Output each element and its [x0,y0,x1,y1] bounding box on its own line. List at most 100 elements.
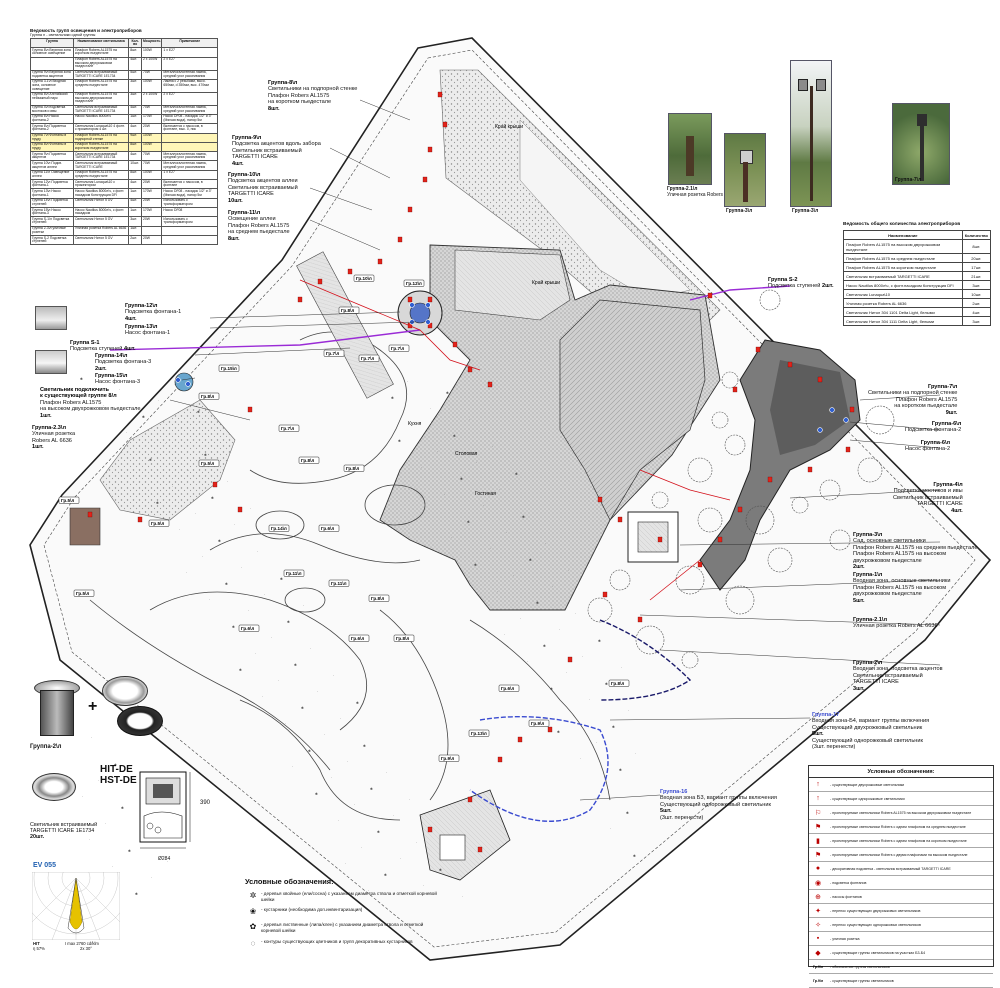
table-cell-note: 2 x E27 [161,56,218,71]
legend-row: ⚑- проектируемые светильники Robers с од… [809,820,993,834]
shrub-mark: · [621,666,622,670]
count-qty: 4шт. [961,307,992,317]
fountain-light-icon [175,377,181,383]
map-group-tag-text: Гр.8\л [341,308,354,313]
shrub-mark: ✱ [218,539,221,543]
table-cell-power: 70W [140,69,163,80]
tree-canopy [635,625,665,655]
legend-row: ⚑- проектируемые светильники Robers с дв… [809,848,993,862]
map-group-tag: Гр.8\л [198,392,220,400]
legend-row: ▪- уличная розетка [809,932,993,946]
map-group-tag-text: Гр.8\л [371,596,384,601]
legend-row: ▮- проектируемые светильники Robers с од… [809,834,993,848]
shrub-mark: · [409,798,410,802]
legend-landscape-text: - контуры существующих цветников и групп… [261,938,413,944]
map-group-tag: Гр.8\л [298,456,320,464]
shrub-mark: ✱ [204,453,207,457]
shrub-mark: ✱ [391,396,394,400]
light-fixture-icon [697,561,703,568]
shrub-mark: · [82,795,83,799]
shrub-mark: ✱ [633,854,636,858]
shrub-mark: ✱ [543,644,546,648]
shrub-mark: ✱ [239,668,242,672]
room-guest: Гостиная [475,491,496,497]
table-cell-name: Насос Nautilus 8000л\ч, с фонт. насадком… [72,188,130,199]
map-group-tag-text: Гр.5\л [151,521,164,526]
shrub-mark: · [354,803,355,807]
legend-row: ↑- существующие однорожковые светильники [809,792,993,806]
shrub-mark: · [285,722,286,726]
shrub-mark: · [338,819,339,823]
table-cell-qty: 5шт. [128,69,142,80]
shrub-mark: · [393,814,394,818]
shrub-mark: · [421,466,422,470]
table-cell-power: 100W [140,169,163,181]
shrub-mark: · [552,585,553,589]
table-cell-note: Металлогалогенная лампа, средний угол ра… [161,104,218,115]
table-cell-note: 2 x E27 [161,91,218,106]
map-group-tag: Гр.6\л [348,634,370,642]
shrub-mark: · [227,480,228,484]
legend-text: - декоративная подсветка - светильник вс… [830,866,951,871]
table-cell-group: Группа 8\л Фонтаны в пруду [30,141,74,153]
shrub-mark: · [292,765,293,769]
legend-row: ⊕- насосы фонтанов [809,890,993,904]
model-hst-de: HST-DE [100,775,137,786]
shrub-mark: · [310,647,311,651]
table-cell-name: Светильник Нитол 5 GV [72,216,130,227]
table-cell-name: Плафон Robers AL1575 на среднем пьедеста… [72,169,130,181]
light-fixture-icon [422,176,428,183]
table-cell-qty: 1шт. [128,225,142,236]
table-cell-note: Включается с насосом, в фонтане, выс. 0,… [161,123,218,134]
table-cell-qty: 3шт. [128,91,142,106]
shrub-mark: ✱ [439,868,442,872]
shrub-mark: ✱ [211,496,214,500]
legend-tree-icon: ✲ [249,891,257,900]
light-fixture-icon [732,386,738,393]
table-cell-name: Светильник встраиваемый TARGETTI ICARE 1… [72,69,130,80]
map-group-tag: Гр.7\л [358,354,380,362]
photometric-title: EV 055 [33,862,56,869]
plus-glyph: + [88,698,98,715]
table-cell-note [161,234,218,246]
map-group-tag: Гр.5\л [73,589,95,597]
photo-garden-post [892,103,950,185]
wire-blue-1 [469,715,609,822]
shrub-mark: ✱ [370,787,373,791]
legend-tree-icon: ❀ [249,907,257,917]
table-cell-note: 1 x E27 [161,47,218,58]
tree-canopy [829,529,851,551]
count-name: Плафон Robers AL1575 на высоком двухрожк… [843,239,963,254]
count-qty: 8шт. [961,239,992,254]
map-group-tag: Гр.11\л [283,569,305,577]
table-cell-power: 20W [140,179,163,190]
shrub-mark: · [589,698,590,702]
table-cell-group: Группа 6\л Подсветка фонтана-2 [30,123,74,134]
shrub-mark: · [444,493,445,497]
shrub-mark: ✱ [557,730,560,734]
wire-blue-2 [599,619,692,701]
shrub-mark: · [331,776,332,780]
count-name: Насос Nautilus 8000л\ч, с фонт.насадком … [843,280,963,290]
map-group-tag-text: Гр.5\л [201,461,214,466]
shrub-mark: · [303,604,304,608]
table-cell-name: Уличная розетка Robers AL 6636 [72,225,130,236]
photo-caption-3a: Группа-3\л [726,208,753,214]
shrub-mark: ✱ [626,811,629,815]
light-fixture-icon [237,506,243,513]
shrub-mark: · [416,841,417,845]
tree-canopy [681,651,699,669]
table-cell-power: 170W [140,188,163,199]
fixture-image-ring-2 [117,706,163,736]
table-cell-note: Металлогалогенная лампа, средний угол ра… [161,160,218,171]
table-cell-power: 70W [140,151,163,162]
